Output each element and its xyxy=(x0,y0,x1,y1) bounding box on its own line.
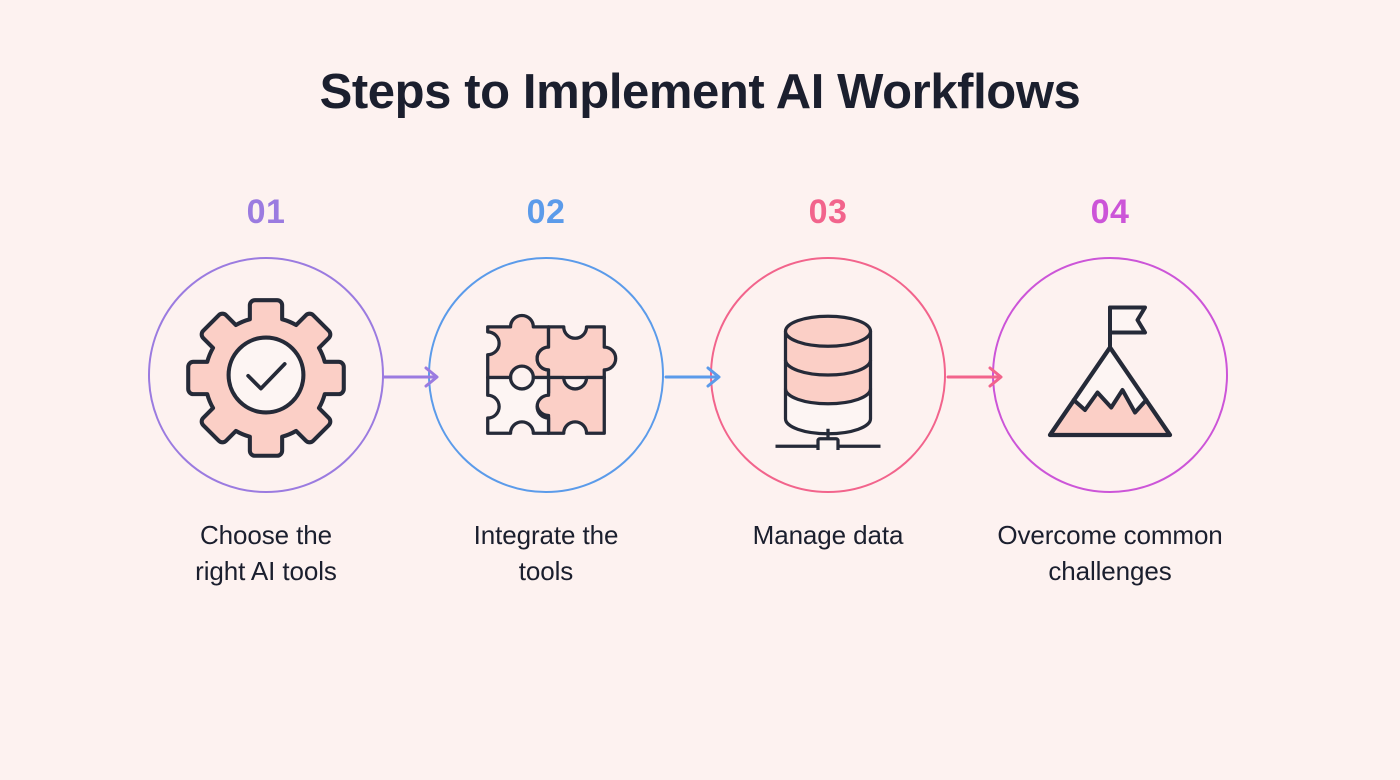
arrow-step1-to-step2 xyxy=(382,357,444,397)
step-caption-2-line2: tools xyxy=(518,555,574,586)
step-number-3: 03 xyxy=(808,193,848,231)
database-icon-svg xyxy=(775,314,881,450)
steps-row: 01 Choose the right AI tools 02 xyxy=(0,195,1400,615)
step-caption-4-line2: challenges xyxy=(1048,555,1172,586)
step-caption-1-line1: Choose the xyxy=(200,520,332,550)
step-caption-3-line1: Manage data xyxy=(752,520,904,550)
step-icon-circle-4 xyxy=(992,257,1228,493)
step-number-2: 02 xyxy=(526,193,566,231)
puzzle-pieces-icon xyxy=(428,257,664,493)
step-card-3: 03 xyxy=(687,195,969,554)
step-caption-1: Choose the right AI tools xyxy=(125,518,407,590)
step-caption-4-line1: Overcome common xyxy=(997,520,1223,550)
circle-outline-1 xyxy=(148,257,384,493)
arrow-step3-to-step4 xyxy=(946,357,1008,397)
mountain-flag-icon xyxy=(992,257,1228,493)
puzzle-pieces-icon-svg xyxy=(486,313,618,435)
step-card-2: 02 Integrate the xyxy=(405,195,687,590)
mountain-flag-icon-svg xyxy=(1047,305,1173,438)
step-number-4: 04 xyxy=(1090,193,1130,231)
arrow-step1-to-step2-svg xyxy=(382,366,439,388)
gear-check-icon xyxy=(148,257,384,493)
step-number-1: 01 xyxy=(246,193,286,231)
step-caption-2-line1: Integrate the xyxy=(473,520,619,550)
step-icon-circle-2 xyxy=(428,257,664,493)
step-card-1: 01 Choose the right AI tools xyxy=(125,195,407,590)
step-card-4: 04 xyxy=(969,195,1251,590)
arrow-step2-to-step3-svg xyxy=(664,366,721,388)
step-caption-3: Manage data xyxy=(687,518,969,554)
step-icon-circle-3 xyxy=(710,257,946,493)
step-caption-1-line2: right AI tools xyxy=(195,555,337,586)
gear-check-icon-svg xyxy=(186,298,346,458)
circle-outline-2 xyxy=(428,257,664,493)
database-icon xyxy=(710,257,946,493)
circle-outline-3 xyxy=(710,257,946,493)
step-caption-2: Integrate the tools xyxy=(405,518,687,590)
page-title: Steps to Implement AI Workflows xyxy=(319,65,1081,119)
circle-outline-4 xyxy=(992,257,1228,493)
arrow-step3-to-step4-svg xyxy=(946,366,1003,388)
arrow-step2-to-step3 xyxy=(664,357,726,397)
step-caption-4: Overcome common challenges xyxy=(969,518,1251,590)
step-icon-circle-1 xyxy=(148,257,384,493)
